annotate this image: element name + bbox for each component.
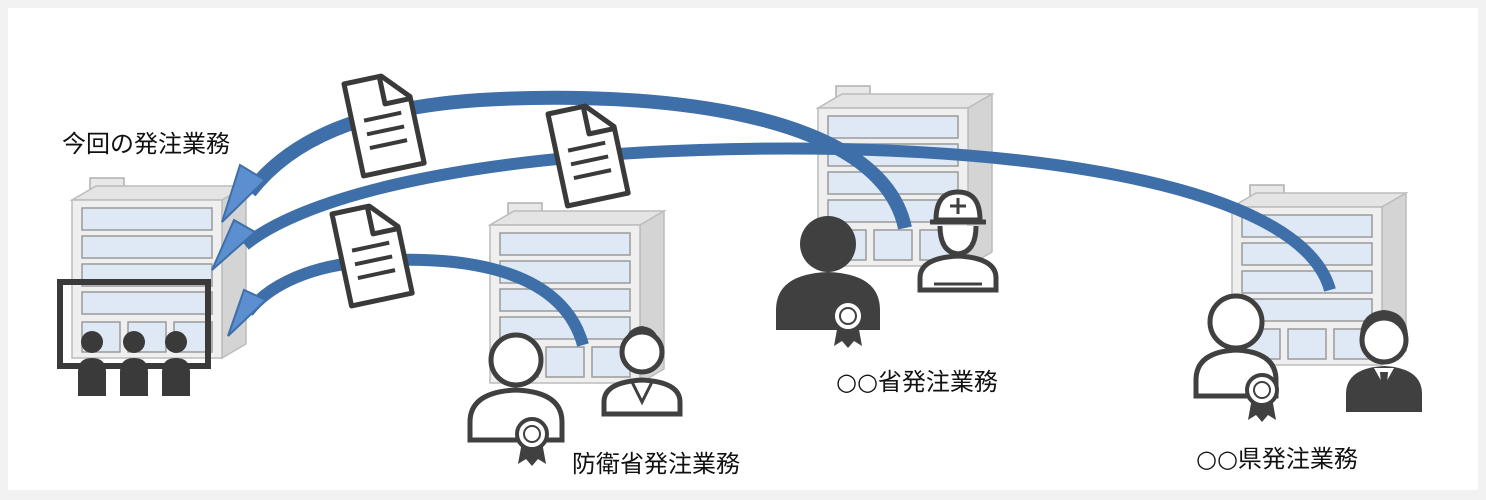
award-icon-defense [515, 417, 549, 468]
businessman-icon [1346, 310, 1422, 412]
label-ministry: ○○省発注業務 [836, 368, 998, 396]
engineer-icon [917, 189, 999, 293]
meeting-icon [57, 279, 211, 396]
document-icon-1 [344, 71, 424, 176]
label-current: 今回の発注業務 [62, 130, 230, 158]
person-outline-icon-prefecture [1193, 293, 1279, 424]
person-icon-defense [601, 326, 683, 417]
award-icon-ministry [831, 299, 865, 350]
document-icon-3 [332, 201, 412, 306]
person-outline-icon-defense [467, 332, 565, 468]
document-icon-2 [548, 101, 628, 206]
person-icon-ministry [776, 216, 880, 350]
arrow-from-prefecture [211, 142, 1336, 292]
label-defense: 防衛省発注業務 [572, 450, 740, 478]
award-icon-prefecture [1245, 373, 1279, 424]
building-icon-current [71, 177, 247, 359]
label-prefecture: ○○県発注業務 [1196, 445, 1358, 473]
